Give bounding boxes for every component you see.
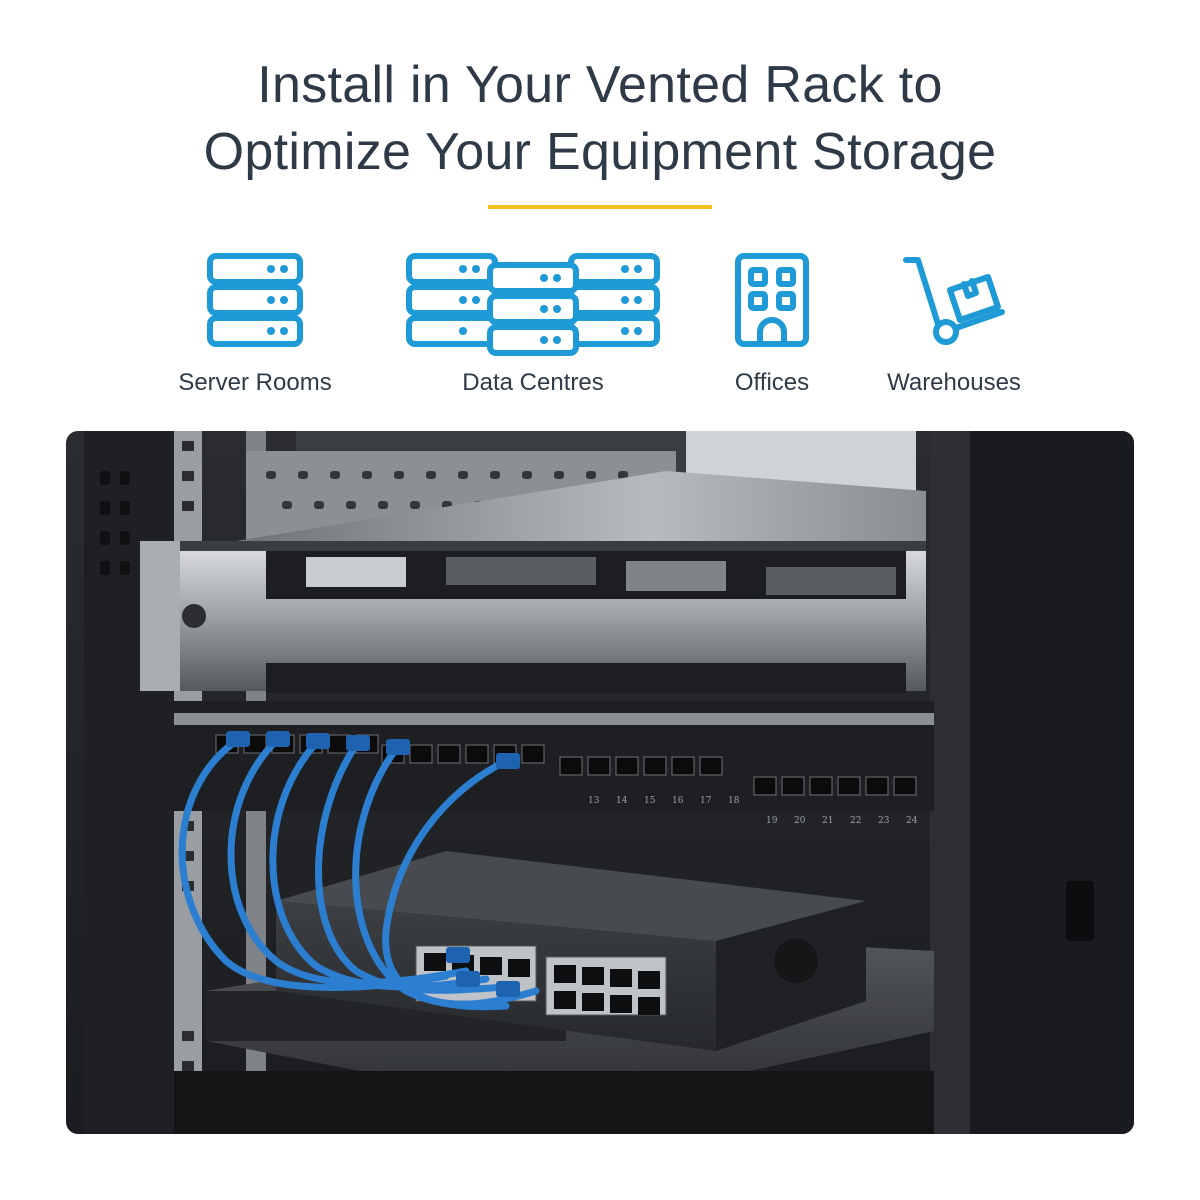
port-number: 18 [728, 796, 740, 806]
data-centre-icon [406, 253, 660, 356]
port-number: 21 [822, 816, 833, 826]
port-number: 14 [616, 796, 628, 806]
use-case-label: Offices [734, 369, 810, 396]
port-number: 20 [794, 816, 806, 826]
office-building-icon [735, 253, 809, 347]
use-case-label: Server Rooms [178, 369, 332, 396]
port-number: 16 [672, 796, 684, 806]
server-stack-icon [207, 253, 303, 347]
port-number: 17 [700, 796, 712, 806]
port-number: 19 [766, 816, 778, 826]
shelf-in-rack-photo: 13 14 15 16 17 18 19 20 21 22 23 24 [66, 431, 1134, 1134]
port-number: 23 [878, 816, 890, 826]
port-number: 22 [850, 816, 861, 826]
title-line-2: Optimize Your Equipment Storage [203, 123, 997, 181]
page-title: Install in Your Vented Rack to Optimize … [0, 52, 1200, 186]
hand-truck-icon [903, 257, 1005, 345]
use-case-label: Warehouses [887, 369, 1021, 396]
accent-divider [488, 205, 712, 209]
port-number: 15 [644, 796, 656, 806]
port-number: 13 [588, 796, 600, 806]
use-case-label: Data Centres [462, 369, 604, 396]
title-line-1: Install in Your Vented Rack to [257, 56, 943, 114]
port-number: 24 [906, 816, 918, 826]
